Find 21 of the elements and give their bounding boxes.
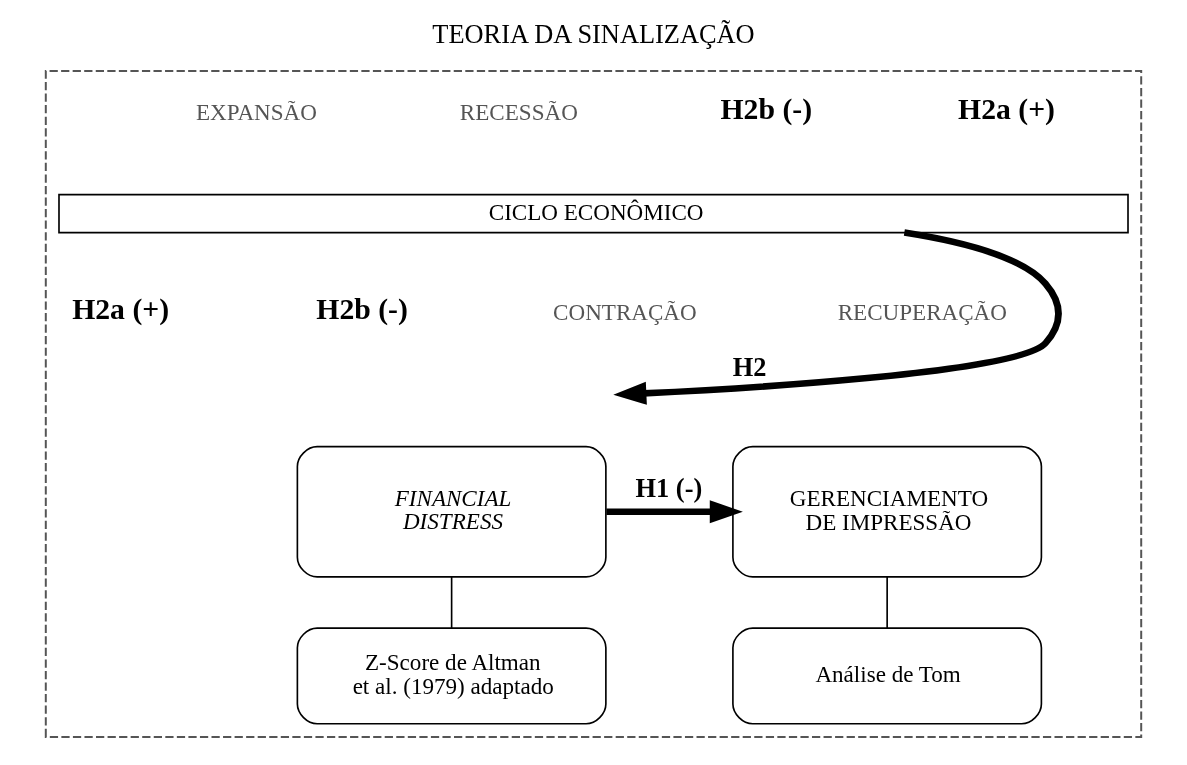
label: RECUPERAÇÃO [837, 298, 1007, 325]
connector [450, 576, 453, 629]
connector [886, 576, 888, 629]
label: CONTRAÇÃO [553, 298, 697, 325]
label: H2a (+) [958, 93, 1055, 126]
edge-label: H2 [732, 351, 767, 382]
diagram-title: TEORIA DA SINALIZAÇÃO [432, 18, 755, 49]
label: H2a (+) [72, 293, 170, 326]
label: EXPANSÃO [195, 98, 317, 125]
edge-label: H1 (-) [635, 472, 703, 503]
node-box: Z-Score de Altman et al. (1979) adaptado [296, 627, 607, 725]
label: H2b (-) [316, 293, 408, 326]
cluster [44, 69, 1143, 738]
node-box: CICLO ECONÔMICO [58, 193, 1129, 234]
label: RECESSÃO [459, 98, 578, 125]
label: H2b (-) [720, 93, 813, 126]
node-box: Análise de Tom [732, 627, 1043, 725]
node-box: FINANCIAL DISTRESS [296, 445, 607, 578]
node-box: GERENCIAMENTO DE IMPRESSÃO [732, 445, 1043, 578]
arrow [606, 500, 743, 524]
arrow [613, 229, 1062, 405]
